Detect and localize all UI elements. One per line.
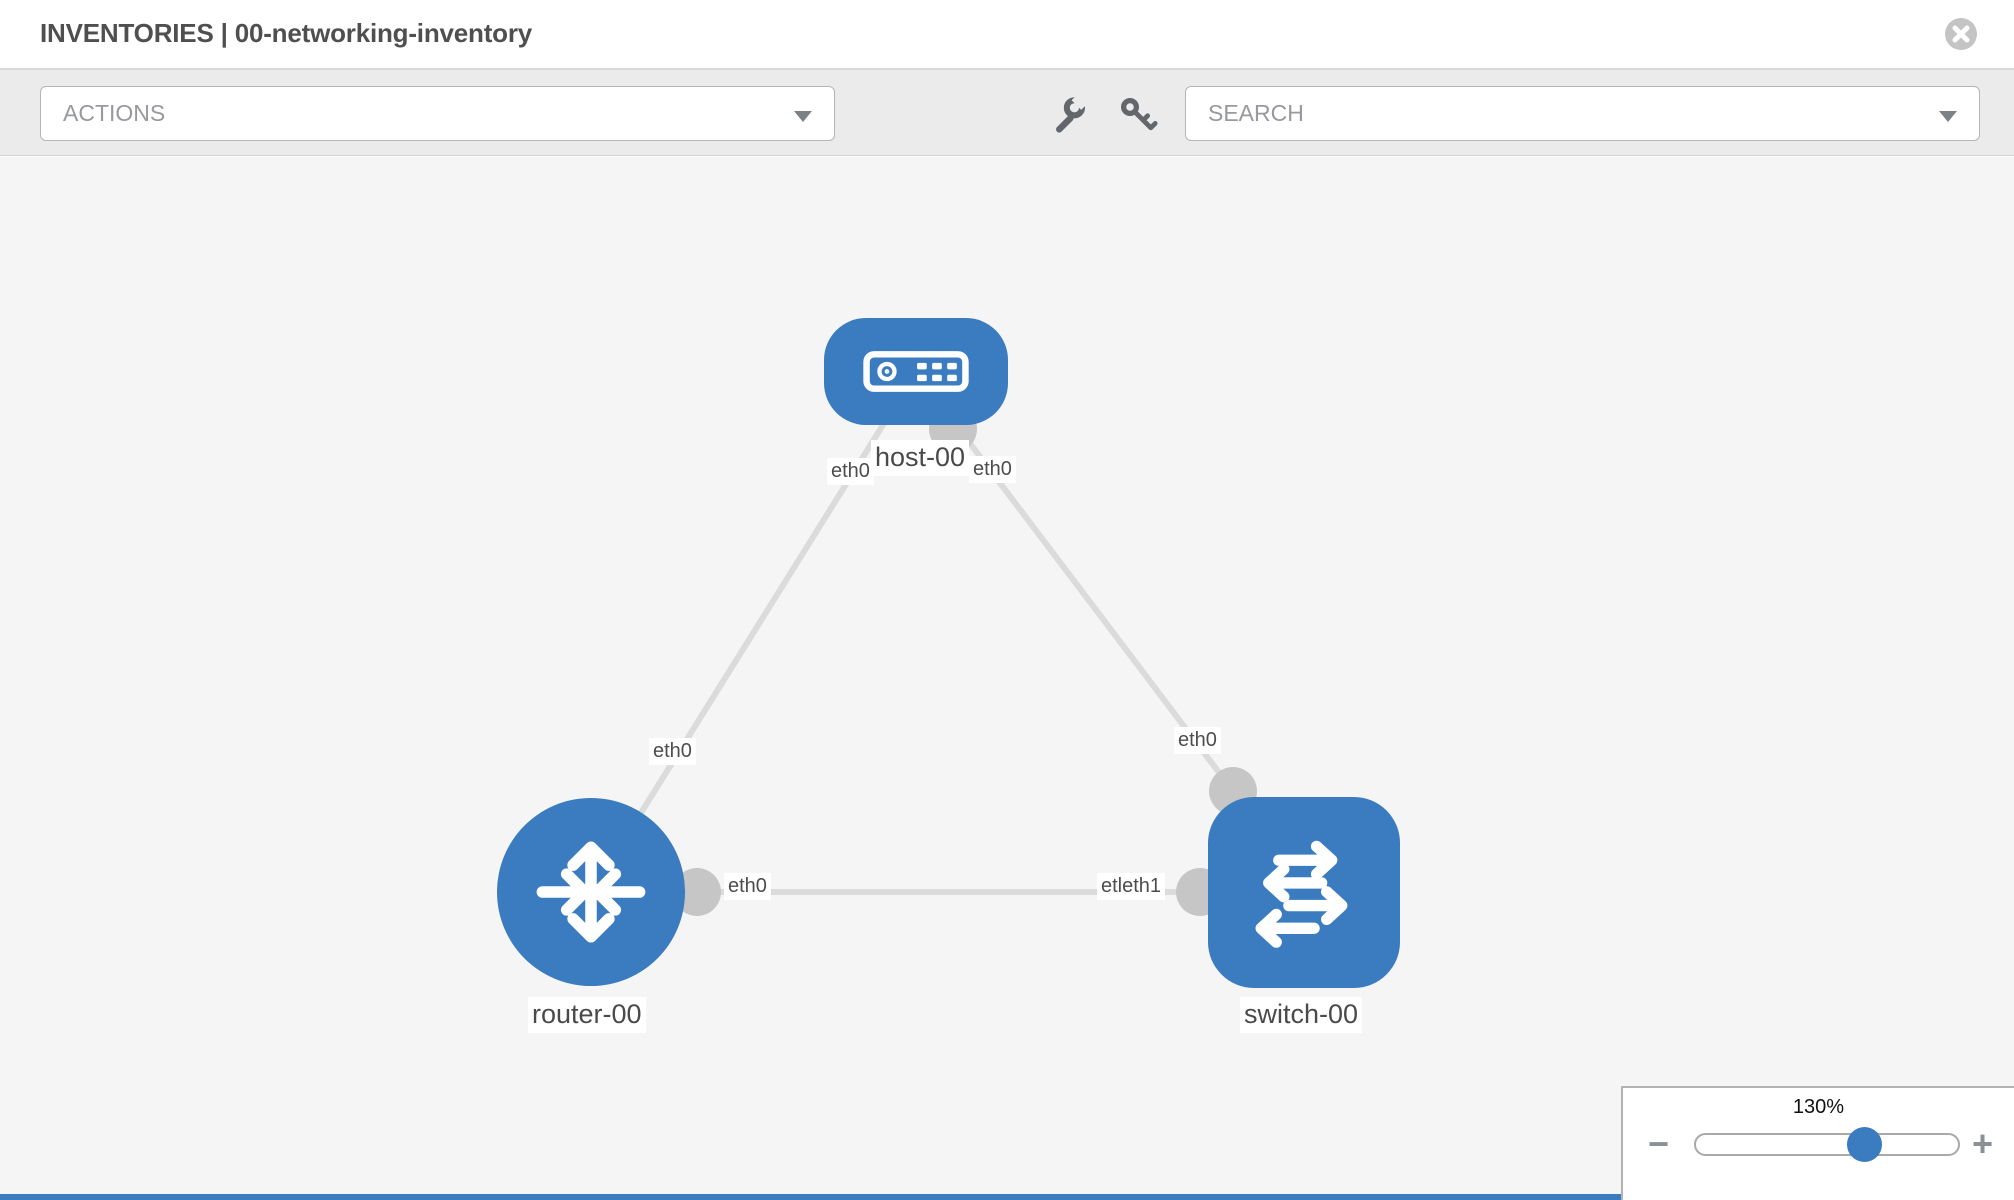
search-dropdown-label: SEARCH	[1208, 100, 1304, 126]
topology-edges	[588, 370, 1304, 916]
host-icon	[863, 351, 969, 392]
interface-label: eth0	[649, 738, 696, 765]
wrench-button[interactable]	[1048, 90, 1091, 135]
search-dropdown[interactable]: SEARCH	[1185, 86, 1980, 141]
node-switch-00[interactable]	[1208, 797, 1400, 988]
zoom-panel: 130% − +	[1621, 1086, 2014, 1200]
footer-accent-bar	[0, 1194, 1621, 1200]
node-host-00[interactable]	[824, 318, 1008, 425]
switch-icon	[1255, 840, 1348, 948]
actions-dropdown-label: ACTIONS	[63, 100, 166, 126]
node-label-switch: switch-00	[1240, 997, 1363, 1033]
interface-label: eth0	[724, 873, 771, 900]
key-button[interactable]	[1118, 95, 1158, 135]
node-router-00[interactable]	[497, 798, 685, 986]
zoom-slider[interactable]	[1694, 1127, 1960, 1162]
interface-label: eth0	[827, 458, 874, 485]
key-icon	[1121, 98, 1158, 131]
port-router-eth0	[673, 868, 721, 916]
toolbar: ACTIONS SEARCH	[0, 70, 2014, 156]
topology-canvas[interactable]: host-00 router-00 switch-00 eth0 eth0 et…	[0, 157, 2014, 1200]
header: INVENTORIES | 00-networking-inventory	[0, 0, 2014, 70]
node-label-router: router-00	[528, 997, 646, 1033]
actions-dropdown[interactable]: ACTIONS	[40, 86, 835, 141]
node-label-host: host-00	[871, 440, 970, 476]
wrench-icon	[1056, 90, 1091, 133]
close-icon	[1945, 18, 1977, 50]
zoom-out-button[interactable]: −	[1648, 1123, 1670, 1164]
page-title: INVENTORIES | 00-networking-inventory	[40, 18, 533, 48]
interface-label: eth0	[969, 456, 1016, 483]
router-icon	[536, 841, 646, 943]
close-button[interactable]	[1944, 17, 1978, 51]
zoom-level: 130%	[1792, 1096, 1845, 1118]
interface-label: etleth1	[1097, 873, 1166, 900]
zoom-in-button[interactable]: +	[1972, 1123, 1994, 1164]
chevron-down-icon	[794, 111, 812, 122]
chevron-down-icon	[1939, 111, 1957, 122]
zoom-slider-thumb[interactable]	[1847, 1127, 1882, 1162]
interface-label: eth0	[1174, 727, 1221, 754]
